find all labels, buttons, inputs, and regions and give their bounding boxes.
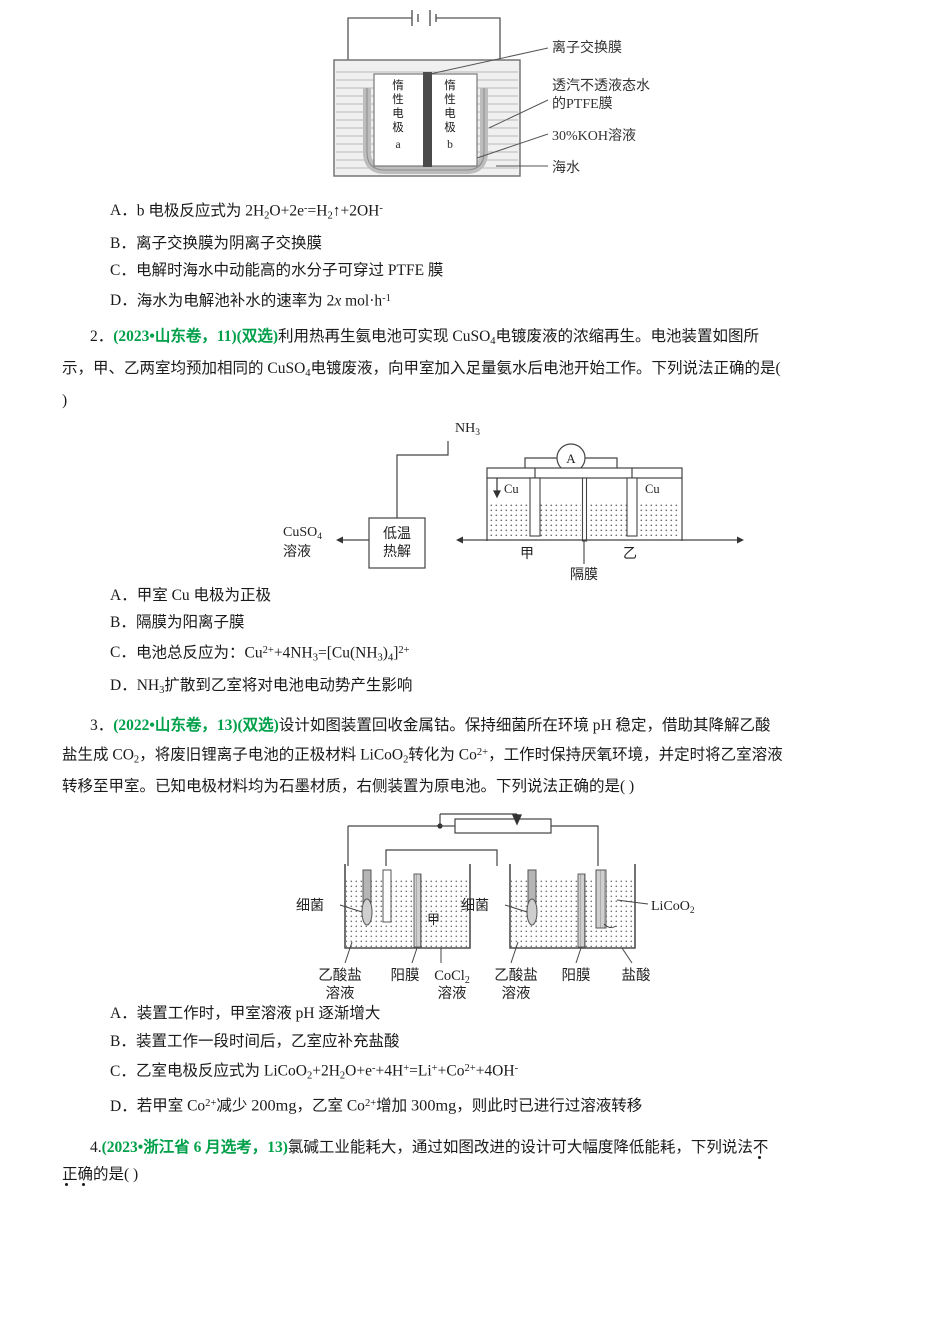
q3-stem-line3: 转移至甲室。已知电极材料均为石墨材质，右侧装置为原电池。下列说法正确的是( ) xyxy=(0,773,950,800)
figure3-chamber-left: 甲 xyxy=(427,912,440,927)
figure2-cu-right: Cu xyxy=(645,482,660,496)
figure2-nh3-label: NH3 xyxy=(455,421,480,438)
q3-stem-text1: 设计如图装置回收金属钴。保持细菌所在环境 pH 稳定，借助其降解乙酸 xyxy=(278,716,771,734)
figure2-chamber-right: 乙 xyxy=(623,546,637,562)
figure1-label-1: 透汽不透液态水 xyxy=(552,78,650,94)
figure1-label-0: 离子交换膜 xyxy=(552,39,622,56)
q3-stem-line1: 3．(2022•山东卷，13)(双选)设计如图装置回收金属钴。保持细菌所在环境 … xyxy=(0,712,950,739)
q3-source: (2022•山东卷，13)(双选) xyxy=(113,716,279,734)
q3-option-c: C．乙室电极反应式为 LiCoO2+2H2O+e-+4H+=Li++Co2++4… xyxy=(0,1055,950,1090)
q1-option-d: D．海水为电解池补水的速率为 2x mol·h-1 xyxy=(0,285,950,315)
figure3-bottom-3b: 溶液 xyxy=(502,985,531,1000)
q1-option-b: B．离子交换膜为阴离子交换膜 xyxy=(0,230,950,258)
figure-seawater-electrolysis: 惰性 电极 a 惰性 电极 b 离子交换膜 透汽不透液态水 的PTFE膜 30%… xyxy=(0,0,950,195)
svg-text:惰: 惰 xyxy=(444,78,456,92)
q2-stem-line3: ) xyxy=(62,391,68,409)
q3-option-b-text: 装置工作一段时间后，乙室应补充盐酸 xyxy=(136,1032,400,1050)
q3-option-a-label: A． xyxy=(110,1005,137,1023)
q1-option-a-label: A． xyxy=(110,202,137,220)
q4-emph-bu: 不 xyxy=(752,1139,769,1157)
figure-ammonia-battery: NH3 A xyxy=(0,414,950,582)
svg-text:性: 性 xyxy=(444,92,456,106)
q1-option-b-label: B． xyxy=(110,234,136,252)
q2-option-d-label: D． xyxy=(110,676,137,694)
q2-option-a-text: 甲室 Cu 电极为正极 xyxy=(136,586,272,604)
q2-option-a: A．甲室 Cu 电极为正极 xyxy=(0,582,950,610)
q4-emph-zhengque: 正确 xyxy=(62,1166,94,1184)
svg-text:电: 电 xyxy=(392,107,404,120)
q3-option-a: A．装置工作时，甲室溶液 pH 逐渐增大 xyxy=(0,1000,950,1028)
q3-stem-text3: 转移至甲室。已知电极材料均为石墨材质，右侧装置为原电池。下列说法正确的是( ) xyxy=(62,778,635,796)
figure3-bacteria-left: 细菌 xyxy=(296,898,324,914)
q2-source: (2023•山东卷，11)(双选) xyxy=(113,327,278,345)
figure3-bottom-4a: 阳膜 xyxy=(562,967,591,984)
figure3-bottom-1a: 阳膜 xyxy=(391,967,420,984)
q2-option-c-label: C． xyxy=(110,644,136,662)
q3-option-d-label: D． xyxy=(110,1097,137,1115)
svg-text:极: 极 xyxy=(444,120,456,134)
svg-text:性: 性 xyxy=(392,92,404,106)
q1-option-c-label: C． xyxy=(110,262,136,280)
q3-option-c-label: C． xyxy=(110,1062,136,1080)
svg-text:a: a xyxy=(395,139,400,151)
q3-option-b-label: B． xyxy=(110,1032,136,1050)
q4-stem-line1: 4.(2023•浙江省 6 月选考，13)氯碱工业能耗大，通过如图改进的设计可大… xyxy=(90,1139,769,1157)
figure2-chamber-left: 甲 xyxy=(520,547,534,562)
figure3-bottom-3a: 乙酸盐 xyxy=(494,967,538,984)
figure1-label-2: 的PTFE膜 xyxy=(552,96,613,112)
q1-option-c: C．电解时海水中动能高的水分子可穿过 PTFE 膜 xyxy=(0,257,950,285)
q4-stem-line2: 正确的是( ) xyxy=(62,1166,139,1184)
q3-stem-line2: 盐生成 CO2，将废旧锂离子电池的正极材料 LiCoO2转化为 Co2+，工作时… xyxy=(62,746,783,766)
figure3-licoo2: LiCoO2 xyxy=(651,899,695,916)
q3-option-b: B．装置工作一段时间后，乙室应补充盐酸 xyxy=(0,1028,950,1056)
figure1-label-3: 30%KOH溶液 xyxy=(552,128,636,144)
q2-number: 2． xyxy=(90,327,114,345)
q2-option-d: D．NH3扩散到乙室将对电池电动势产生影响 xyxy=(0,672,950,704)
figure2-out-line2: 溶液 xyxy=(283,544,311,560)
svg-text:b: b xyxy=(447,139,453,151)
q1-option-b-text: 离子交换膜为阴离子交换膜 xyxy=(136,234,323,252)
svg-text:电: 电 xyxy=(444,107,456,120)
figure1-label-4: 海水 xyxy=(552,160,580,176)
q2-option-a-label: A． xyxy=(110,586,137,604)
figure2-box-line1: 低温 xyxy=(383,526,411,542)
q3-option-a-text: 装置工作时，甲室溶液 pH 逐渐增大 xyxy=(136,1005,381,1023)
figure3-bottom-5a: 盐酸 xyxy=(622,967,651,984)
q2-option-b-label: B． xyxy=(110,614,136,632)
q2-stem-line1: 2．(2023•山东卷，11)(双选)利用热再生氨电池可实现 CuSO4电镀废液… xyxy=(90,327,760,347)
svg-text:极: 极 xyxy=(392,120,404,134)
figure3-bottom-2b: 溶液 xyxy=(438,985,467,1000)
q1-option-c-text: 电解时海水中动能高的水分子可穿过 PTFE 膜 xyxy=(136,262,444,280)
figure-cobalt-recovery: 甲 细菌 细菌 LiCoO2 xyxy=(0,800,950,1000)
figure3-bottom-0b: 溶液 xyxy=(326,985,355,1000)
svg-text:惰: 惰 xyxy=(392,78,404,92)
figure2-membrane-label: 隔膜 xyxy=(570,567,598,582)
q2-option-c: C．电池总反应为：Cu2++4NH3=[Cu(NH3)4]2+ xyxy=(0,637,950,672)
figure2-ammeter-label: A xyxy=(566,451,576,466)
q2-option-b: B．隔膜为阳离子膜 xyxy=(0,609,950,637)
q3-number: 3． xyxy=(90,716,114,734)
figure3-bacteria-right: 细菌 xyxy=(461,898,489,914)
figure2-cu-left: Cu xyxy=(504,482,519,496)
q4-source: (2023•浙江省 6 月选考，13) xyxy=(101,1139,288,1157)
q1-option-d-label: D． xyxy=(110,292,137,310)
q2-stem-line2: 示，甲、乙两室均预加相同的 CuSO4电镀废液，向甲室加入足量氨水后电池开始工作… xyxy=(62,359,781,379)
q2-option-b-text: 隔膜为阳离子膜 xyxy=(136,614,245,632)
q3-option-d: D．若甲室 Co2+减少 200mg，乙室 Co2+增加 300mg，则此时已进… xyxy=(0,1090,950,1120)
figure2-out-line1: CuSO4 xyxy=(283,525,322,542)
figure2-box-line2: 热解 xyxy=(383,544,411,560)
figure3-bottom-2a: CoCl2 xyxy=(434,968,470,986)
q1-option-a: A．b 电极反应式为 2H2O+2e-=H2↑+2OH- xyxy=(0,195,950,230)
q4-number: 4. xyxy=(90,1139,102,1157)
figure3-bottom-0a: 乙酸盐 xyxy=(318,967,362,984)
